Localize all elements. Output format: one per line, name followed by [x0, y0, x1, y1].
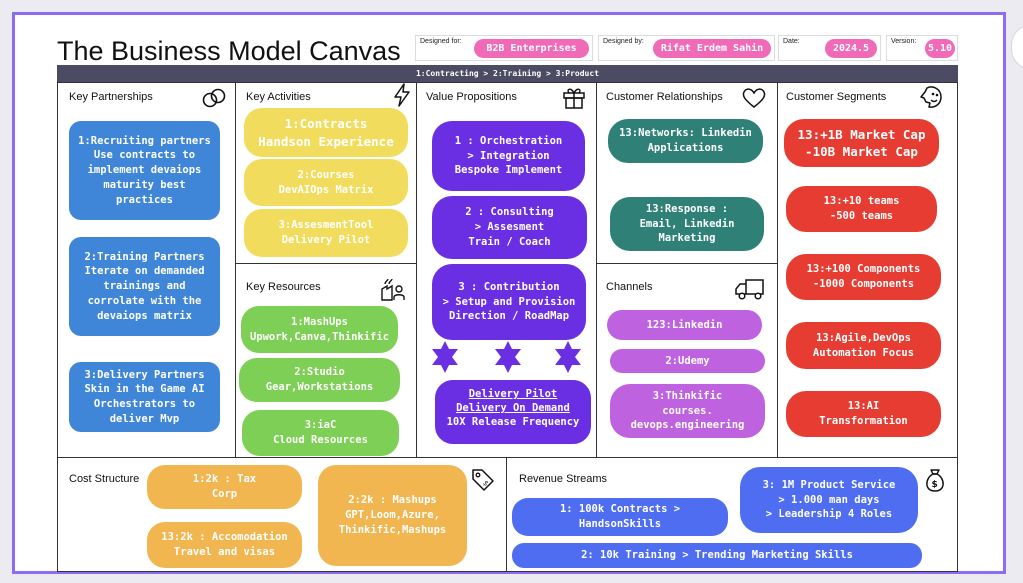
date-field: Date: 2024.5: [778, 35, 881, 61]
revenue-streams-title: Revenue Streams: [519, 473, 608, 485]
channel-pill[interactable]: 3:Thinkific courses. devops.engineering: [610, 384, 765, 438]
value-proposition-pill[interactable]: 1 : Orchestration > Integration Bespoke …: [432, 121, 585, 191]
svg-text:$: $: [932, 480, 938, 490]
delivery-highlight-card[interactable]: Delivery Pilot Delivery On Demand 10X Re…: [435, 380, 591, 444]
gift-icon: [563, 88, 585, 109]
key-activities-title: Key Activities: [246, 91, 311, 103]
partnership-card[interactable]: 3:Delivery Partners Skin in the Game AI …: [69, 362, 220, 432]
designed-by-value[interactable]: Rifat Erdem Sahin: [653, 39, 771, 58]
channels-title: Channels: [606, 281, 653, 293]
key-partnerships-title: Key Partnerships: [69, 91, 153, 103]
highlight-line: Delivery On Demand: [456, 402, 570, 414]
resource-pill[interactable]: 1:MashUps Upwork,Canva,Thinkific: [241, 306, 398, 353]
date-value[interactable]: 2024.5: [825, 39, 877, 58]
activity-pill[interactable]: 1:Contracts Handson Experience: [244, 108, 408, 157]
factory-person-icon: [381, 278, 405, 301]
designed-for-field: Designed for: B2B Enterprises: [415, 35, 593, 61]
activity-pill[interactable]: 3:AssesmentTool Delivery Pilot: [244, 209, 408, 257]
activity-pill[interactable]: 2:Courses DevAIOps Matrix: [244, 159, 408, 206]
segment-pill[interactable]: 13:+10 teams -500 teams: [786, 186, 937, 232]
date-label: Date:: [783, 38, 800, 45]
designed-by-label: Designed by:: [603, 38, 644, 45]
segment-pill[interactable]: 13:+100 Components -1000 Components: [786, 254, 941, 300]
highlight-line: 10X Release Frequency: [446, 416, 580, 428]
segment-pill[interactable]: 13:+1B Market Cap -10B Market Cap: [784, 119, 939, 167]
segment-pill[interactable]: 13:Agile,DevOps Automation Focus: [786, 322, 941, 369]
customer-segments-title: Customer Segments: [786, 91, 887, 103]
designed-for-value[interactable]: B2B Enterprises: [474, 39, 589, 58]
star-badge-icon: [555, 341, 581, 373]
resource-pill[interactable]: 3:iaC Cloud Resources: [242, 410, 399, 456]
svg-text:$: $: [481, 479, 490, 488]
key-resources-title: Key Resources: [246, 281, 321, 293]
smiley-face-icon: [920, 86, 942, 108]
link-icon: [202, 88, 226, 108]
star-badge-icon: [495, 341, 521, 373]
price-tag-icon: $: [472, 469, 494, 491]
breadcrumb: 1:Contracting > 2:Training > 3:Product: [57, 65, 958, 82]
version-label: Version:: [891, 38, 917, 45]
relationship-pill[interactable]: 13:Response : Email, Linkedin Marketing: [610, 197, 764, 251]
designed-for-label: Designed for:: [420, 38, 462, 45]
cost-pill[interactable]: 13:2k : Accomodation Travel and visas: [147, 522, 302, 568]
version-field: Version: 5.10: [886, 35, 958, 61]
highlight-line: Delivery Pilot: [468, 388, 558, 400]
page-title: The Business Model Canvas: [57, 36, 401, 66]
heart-icon: [742, 88, 766, 108]
segment-pill[interactable]: 13:AI Transformation: [786, 391, 941, 437]
truck-icon: [735, 279, 764, 300]
cost-structure-title: Cost Structure: [69, 473, 140, 485]
value-proposition-pill[interactable]: 2 : Consulting > Assesment Train / Coach: [432, 196, 587, 259]
relationship-pill[interactable]: 13:Networks: Linkedin Applications: [608, 119, 763, 163]
money-bag-icon: $: [926, 469, 944, 492]
channel-pill[interactable]: 2:Udemy: [610, 349, 765, 373]
revenue-pill[interactable]: 3: 1M Product Service > 1.000 man days >…: [740, 467, 918, 533]
customer-relationships-title: Customer Relationships: [606, 91, 723, 103]
star-badge-icon: [432, 341, 458, 373]
partnership-card[interactable]: 2:Training Partners Iterate on demanded …: [69, 237, 220, 336]
value-proposition-pill[interactable]: 3 : Contribution > Setup and Provision D…: [432, 264, 586, 340]
lightning-icon: [394, 83, 410, 107]
partnership-card[interactable]: 1:Recruiting partners Use contracts to i…: [69, 121, 220, 220]
designed-by-field: Designed by: Rifat Erdem Sahin: [598, 35, 775, 61]
channel-pill[interactable]: 123:Linkedin: [607, 310, 762, 340]
cost-pill[interactable]: 1:2k : Tax Corp: [147, 465, 302, 509]
revenue-pill[interactable]: 1: 100k Contracts > HandsonSkills: [512, 498, 728, 536]
side-panel-tab[interactable]: [1011, 24, 1023, 70]
version-value[interactable]: 5.10: [925, 39, 955, 58]
value-propositions-title: Value Propositions: [426, 91, 517, 103]
cost-pill[interactable]: 2:2k : Mashups GPT,Loom,Azure, Thinkific…: [318, 465, 467, 566]
resource-pill[interactable]: 2:Studio Gear,Workstations: [239, 358, 400, 402]
revenue-pill[interactable]: 2: 10k Training > Trending Marketing Ski…: [512, 543, 922, 568]
